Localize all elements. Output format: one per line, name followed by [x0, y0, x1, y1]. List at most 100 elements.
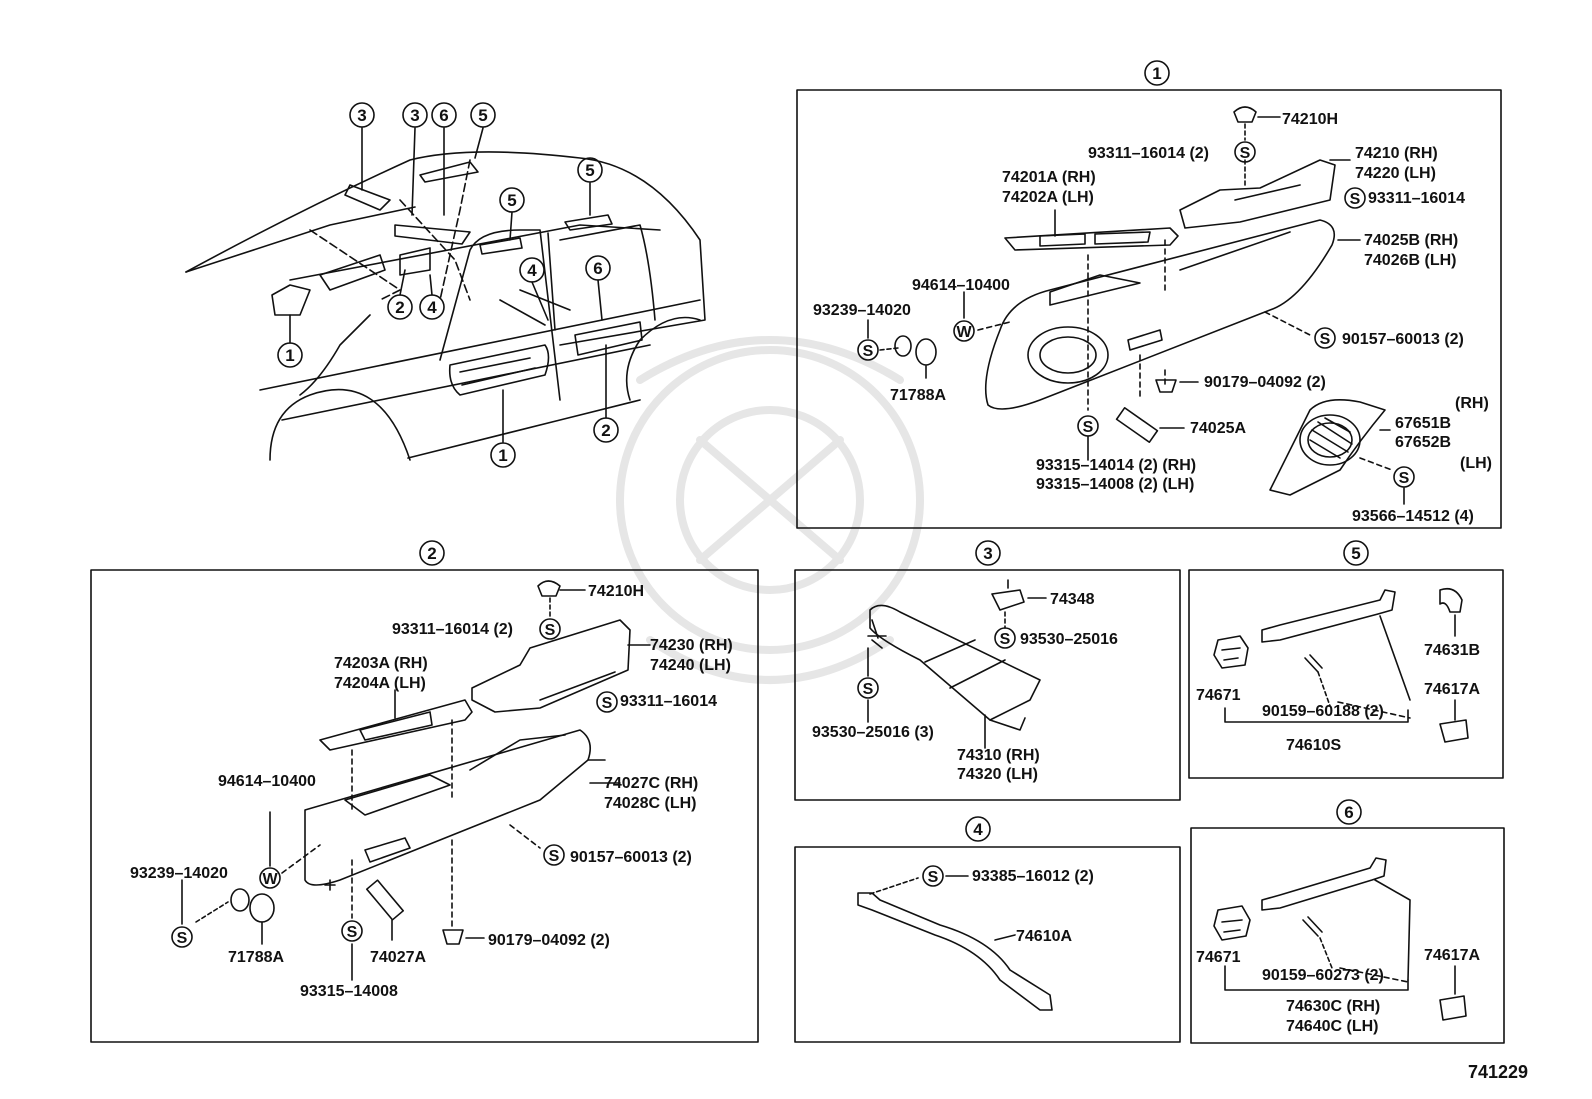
- part-label: 93315–14014 (2) (RH): [1036, 457, 1196, 474]
- car-callout: 5: [585, 161, 594, 180]
- part-label: 74310 (RH): [957, 747, 1040, 764]
- screw-symbol: S: [1083, 419, 1094, 436]
- screw-symbol: S: [545, 622, 556, 639]
- washer-symbol: W: [262, 871, 278, 888]
- section-1-number: 1: [1152, 64, 1161, 83]
- part-label: 93530–25016 (3): [812, 724, 934, 741]
- watermark-emblem: [616, 336, 924, 684]
- part-label: 74025A: [1190, 420, 1246, 437]
- part-label: 74203A (RH): [334, 655, 428, 672]
- part-label: 90159–60273 (2): [1262, 967, 1384, 984]
- part-label: 93315–14008 (2) (LH): [1036, 476, 1194, 493]
- section-3-text: S S 74348 93530–25016 93530–25016 (3) 74…: [812, 591, 1118, 783]
- part-label: 74671: [1196, 687, 1241, 704]
- section-1-symbols: [857, 141, 1415, 488]
- part-label: 74210 (RH): [1355, 145, 1438, 162]
- section-2-labels: 74210H 93311–16014 (2) 74230 (RH) 74240 …: [130, 583, 733, 1000]
- part-label: 74027C (RH): [604, 775, 698, 792]
- section-3-box: [794, 540, 1181, 801]
- part-label: 67651B: [1395, 415, 1451, 432]
- part-label: 74210H: [1282, 111, 1338, 128]
- screw-symbol: S: [863, 343, 874, 360]
- part-label: 94614–10400: [912, 277, 1010, 294]
- part-label: 74202A (LH): [1002, 189, 1094, 206]
- section-6-parts: [1213, 857, 1467, 1021]
- section-4-parts: [857, 875, 1053, 1011]
- part-label: 74026B (LH): [1364, 252, 1456, 269]
- part-label: 90157–60013 (2): [1342, 331, 1464, 348]
- car-callout: 2: [395, 298, 404, 317]
- section-3-symbols: [857, 627, 1016, 699]
- screw-symbol: S: [863, 681, 874, 698]
- part-label: 74610S: [1286, 737, 1341, 754]
- section-2-box: [90, 540, 759, 1043]
- screw-symbol: S: [549, 848, 560, 865]
- car-callout: 5: [478, 106, 487, 125]
- screw-symbol: S: [1350, 191, 1361, 208]
- part-label: 94614–10400: [218, 773, 316, 790]
- part-label: 93566–14512 (4): [1352, 508, 1474, 525]
- section-4-text: S 93385–16012 (2) 74610A: [928, 868, 1094, 945]
- section-6-box: [1190, 799, 1505, 1044]
- section-5-box: [1188, 540, 1504, 779]
- part-label: 90159–60188 (2): [1262, 703, 1384, 720]
- section-4-number: 4: [973, 820, 983, 839]
- screw-symbol: S: [928, 869, 939, 886]
- part-label: 90157–60013 (2): [570, 849, 692, 866]
- section-1-box: [796, 60, 1502, 529]
- screw-symbol: S: [1320, 331, 1331, 348]
- section-2-parts: [181, 580, 651, 981]
- car-callout: 6: [439, 106, 448, 125]
- section-5-labels: 74631B 74671 74617A 90159–60188 (2) 7461…: [1196, 642, 1480, 754]
- washer-symbol: W: [956, 324, 972, 341]
- section-3-number: 3: [983, 544, 992, 563]
- part-label: 74220 (LH): [1355, 165, 1436, 182]
- screw-symbol: S: [177, 930, 188, 947]
- part-label: 71788A: [228, 949, 284, 966]
- part-label: 93239–14020: [130, 865, 228, 882]
- part-label: (LH): [1460, 455, 1492, 472]
- part-label: 93385–16012 (2): [972, 868, 1094, 885]
- part-label: 74617A: [1424, 947, 1480, 964]
- section-1-labels: 74210H 93311–16014 (2) 74210 (RH) 74220 …: [813, 111, 1492, 525]
- screw-symbol: S: [1240, 145, 1251, 162]
- section-2-number: 2: [427, 544, 436, 563]
- part-label: 74617A: [1424, 681, 1480, 698]
- car-callout: 3: [357, 106, 366, 125]
- part-label: 67652B: [1395, 434, 1451, 451]
- part-label: 74631B: [1424, 642, 1480, 659]
- part-label: 74630C (RH): [1286, 998, 1380, 1015]
- part-label: 93311–16014 (2): [392, 621, 513, 638]
- section-6-number: 6: [1344, 803, 1353, 822]
- part-label: 90179–04092 (2): [488, 932, 610, 949]
- car-callout-circles: [277, 102, 619, 468]
- part-label: 74204A (LH): [334, 675, 426, 692]
- part-label: 74201A (RH): [1002, 169, 1096, 186]
- car-callout: 5: [507, 191, 516, 210]
- car-callout: 2: [601, 421, 610, 440]
- car-callout-numbers: 3 3 6 5 5 5 6 4 2 4 1 1 2: [285, 106, 610, 465]
- part-label: 93239–14020: [813, 302, 911, 319]
- part-label: 74028C (LH): [604, 795, 696, 812]
- section-4-box: [794, 816, 1181, 1043]
- car-callout: 1: [285, 346, 294, 365]
- part-label: 74025B (RH): [1364, 232, 1458, 249]
- part-label: 74640C (LH): [1286, 1018, 1378, 1035]
- part-label: 93311–16014 (2): [1088, 145, 1209, 162]
- part-label: 93530–25016: [1020, 631, 1118, 648]
- section-5-number: 5: [1351, 544, 1360, 563]
- part-label: 90179–04092 (2): [1204, 374, 1326, 391]
- car-callout-leaders: [289, 127, 607, 443]
- screw-symbol: S: [1000, 631, 1011, 648]
- part-label: (RH): [1455, 395, 1489, 412]
- car-callout: 6: [593, 259, 602, 278]
- car-callout: 4: [427, 298, 437, 317]
- section-3-parts: [867, 579, 1047, 749]
- diagram-id: 741229: [1468, 1062, 1528, 1082]
- section-2-symbols: [171, 618, 618, 948]
- section-5-parts: [1213, 587, 1469, 743]
- car-callout: 3: [410, 106, 419, 125]
- car-trim-parts: [271, 161, 643, 396]
